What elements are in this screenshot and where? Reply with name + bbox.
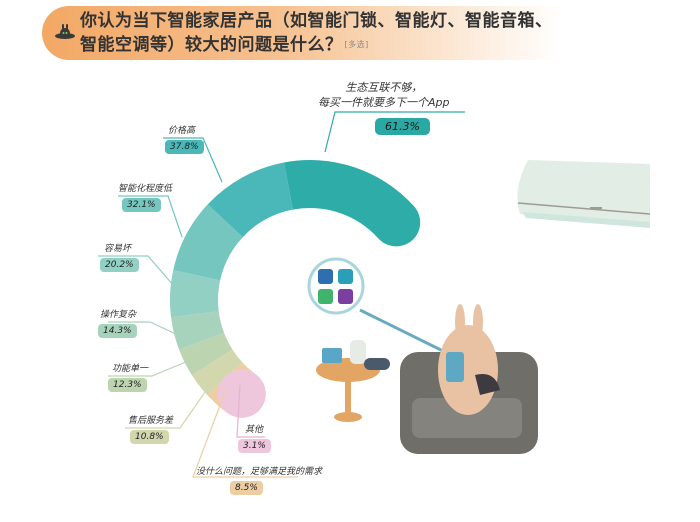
donut-segments: [170, 160, 421, 418]
rabbit-on-sofa-illustration: [400, 304, 538, 454]
value-broken: 20.2%: [100, 258, 139, 272]
side-table-illustration: [316, 340, 390, 422]
label-broken: 容易坏: [104, 244, 132, 254]
bunny-mascot-icon: [55, 24, 75, 39]
value-no-problem: 8.5%: [230, 481, 263, 495]
value-smart: 32.1%: [122, 198, 161, 212]
label-smart: 智能化程度低: [118, 184, 173, 194]
donut-cap: [372, 198, 421, 247]
value-complex: 14.3%: [98, 324, 137, 338]
multi-select-tag: [多选]: [344, 40, 369, 49]
donut-cap: [217, 369, 266, 418]
app-link-icon: [318, 269, 333, 284]
smart-lock-icon: [338, 269, 353, 284]
donut-segment: [179, 332, 233, 376]
air-conditioner-illustration: [517, 160, 651, 228]
label-service: 售后服务差: [128, 416, 174, 426]
value-single: 12.3%: [108, 378, 147, 392]
label-no-problem: 没什么问题，足够满足我的需求: [196, 467, 323, 477]
donut-segment: [207, 162, 293, 238]
donut-segment: [191, 349, 243, 396]
donut-segment: [171, 311, 224, 350]
label-ecosystem: 生态互联不够， 每买一件就要多下一个App: [318, 81, 450, 109]
donut-segment: [170, 270, 221, 318]
label-price: 价格高: [168, 126, 196, 136]
value-ecosystem: 61.3%: [375, 118, 430, 135]
donut-segment: [173, 204, 243, 281]
light-icon: [318, 289, 333, 304]
label-other: 其他: [245, 425, 264, 435]
value-price: 37.8%: [165, 140, 204, 154]
title-banner: [42, 6, 562, 60]
label-complex: 操作复杂: [100, 310, 137, 320]
housekeeping-icon: [338, 289, 353, 304]
title-line-1: 你认为当下智能家居产品（如智能门锁、智能灯、智能音箱、: [80, 11, 553, 31]
app-icons-bubble: [307, 257, 446, 354]
value-service: 10.8%: [130, 430, 169, 444]
page-title: 你认为当下智能家居产品（如智能门锁、智能灯、智能音箱、 智能空调等）较大的问题是…: [80, 9, 553, 57]
value-other: 3.1%: [238, 439, 271, 453]
title-line-2: 智能空调等）较大的问题是什么？[多选]: [80, 35, 369, 55]
label-single: 功能单一: [112, 364, 149, 374]
